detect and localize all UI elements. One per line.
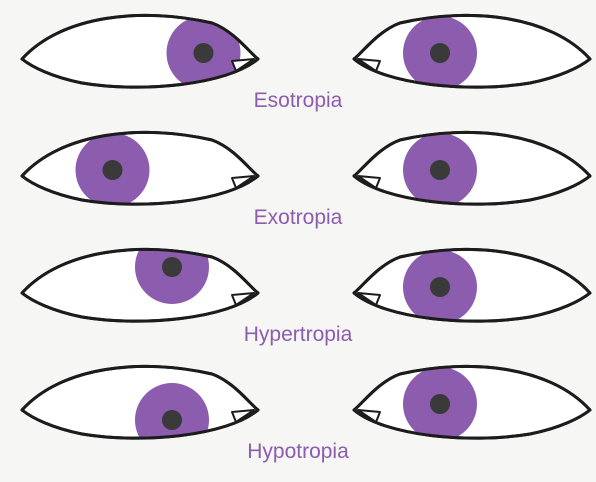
patient-right-pupil (194, 43, 214, 63)
patient-left-pupil (430, 277, 450, 297)
patient-left-pupil (430, 160, 450, 180)
condition-label: Hypotropia (247, 440, 349, 463)
patient-right-eye (22, 132, 258, 207)
patient-right-pupil (162, 410, 182, 430)
patient-right-eye (22, 15, 258, 90)
diagram-row-exotropia: Exotropia (22, 132, 590, 229)
diagram-row-hypertropia: Hypertropia (22, 230, 590, 346)
patient-right-eye (22, 366, 258, 457)
diagram-row-esotropia: Esotropia (22, 15, 590, 112)
patient-left-pupil (430, 43, 450, 63)
patient-right-eye (22, 230, 258, 321)
patient-left-pupil (430, 394, 450, 414)
patient-left-eye (354, 366, 590, 441)
diagram-row-hypotropia: Hypotropia (22, 366, 590, 463)
condition-label: Exotropia (254, 206, 343, 229)
patient-left-eye (354, 249, 590, 324)
patient-right-pupil (103, 160, 123, 180)
condition-label: Hypertropia (244, 323, 353, 346)
patient-left-eye (354, 132, 590, 207)
patient-right-pupil (162, 257, 182, 277)
condition-label: Esotropia (254, 89, 343, 112)
patient-left-eye (354, 15, 590, 90)
